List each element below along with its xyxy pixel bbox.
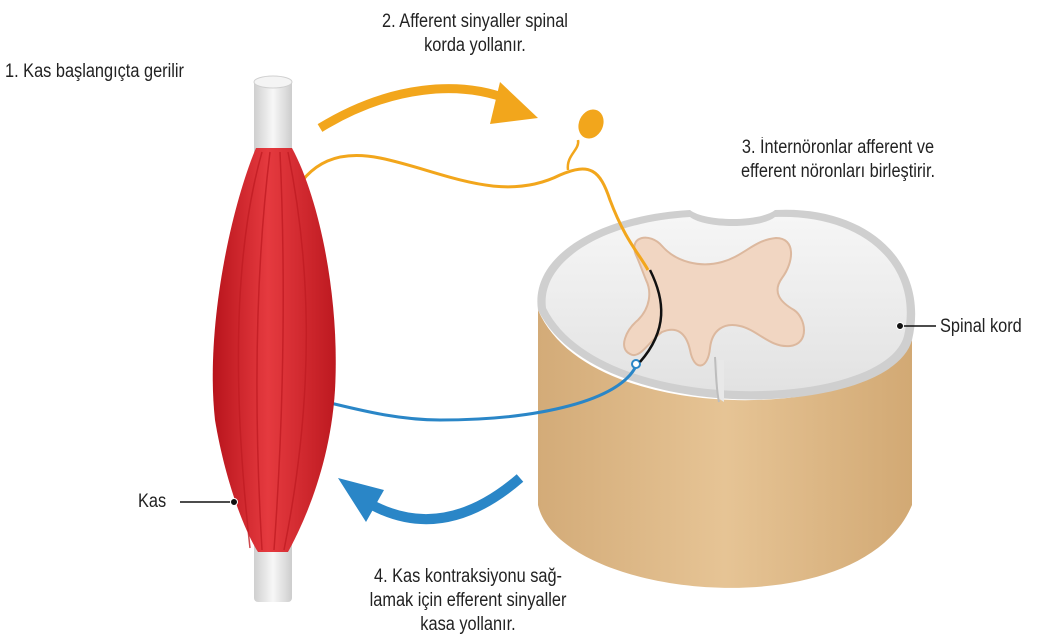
afferent-cell-stalk: [568, 140, 578, 170]
muscle-label-text: Kas: [138, 490, 166, 514]
tendon-top: [254, 80, 292, 158]
spinal-cord-label-text: Spinal kord: [940, 315, 1022, 339]
step-2-line-1: 2. Afferent sinyaller spinal: [350, 10, 599, 34]
muscle: [213, 76, 336, 602]
efferent-arrow-icon: [338, 478, 520, 522]
step-4-line-3: kasa yollanır.: [330, 613, 605, 637]
muscle-label: Kas: [138, 490, 166, 514]
step-4-line-1: 4. Kas kontraksiyonu sağ-: [330, 565, 605, 589]
tendon-top-cap: [254, 76, 292, 88]
step-2-label: 2. Afferent sinyaller spinal korda yolla…: [350, 10, 599, 58]
afferent-arrow-icon: [320, 82, 538, 128]
motor-neuron-soma: [632, 360, 640, 368]
muscle-callout: [180, 499, 238, 506]
step-3-line-1: 3. İnternöronlar afferent ve: [709, 136, 967, 160]
step-4-line-2: lamak için efferent sinyaller: [330, 589, 605, 613]
step-1-text: 1. Kas başlangıçta gerilir: [5, 60, 184, 84]
afferent-cell-body: [574, 105, 608, 142]
step-1-label: 1. Kas başlangıçta gerilir: [5, 60, 184, 84]
step-2-line-2: korda yollanır.: [350, 34, 599, 58]
step-3-label: 3. İnternöronlar afferent ve efferent nö…: [709, 136, 967, 184]
spinal-cord-label: Spinal kord: [940, 315, 1022, 339]
step-3-line-2: efferent nöronları birleştirir.: [709, 160, 967, 184]
step-4-label: 4. Kas kontraksiyonu sağ- lamak için eff…: [330, 565, 605, 637]
muscle-belly: [213, 148, 336, 552]
spinal-cord-callout: [897, 323, 937, 330]
